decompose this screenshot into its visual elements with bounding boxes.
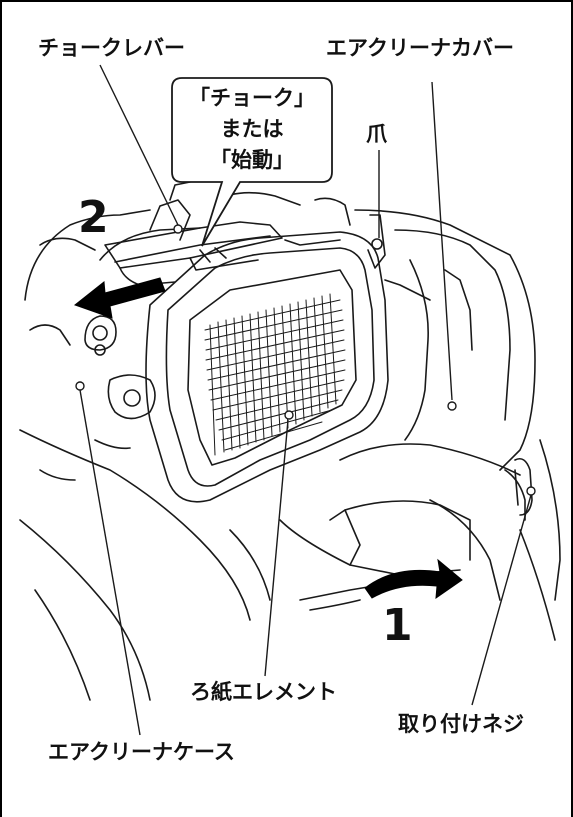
label-mounting-screw: 取り付けネジ bbox=[398, 712, 524, 736]
callout-text: 「チョーク」 または 「始動」 bbox=[172, 83, 332, 176]
label-air-cleaner-case: エアクリーナケース bbox=[48, 740, 235, 764]
leader-lines bbox=[75, 64, 536, 736]
label-choke-lever: チョークレバー bbox=[38, 36, 185, 60]
callout-bubble bbox=[171, 77, 333, 247]
callout-line-start: 「始動」 bbox=[210, 148, 294, 172]
arrow-2 bbox=[73, 277, 166, 319]
step-number-2: 2 bbox=[78, 192, 109, 243]
label-paper-element: ろ紙エレメント bbox=[190, 680, 337, 704]
callout-line-or: または bbox=[220, 117, 284, 141]
label-claw: 爪 bbox=[366, 122, 387, 146]
engine-outline-lower bbox=[19, 429, 251, 621]
step-number-1: 1 bbox=[382, 600, 413, 651]
filter-pleats bbox=[204, 293, 346, 456]
callout-line-choke: 「チョーク」 bbox=[189, 86, 315, 110]
label-air-cleaner-cover: エアクリーナカバー bbox=[326, 36, 514, 60]
arrow-1 bbox=[364, 558, 463, 600]
engine-outline-left bbox=[24, 209, 151, 301]
